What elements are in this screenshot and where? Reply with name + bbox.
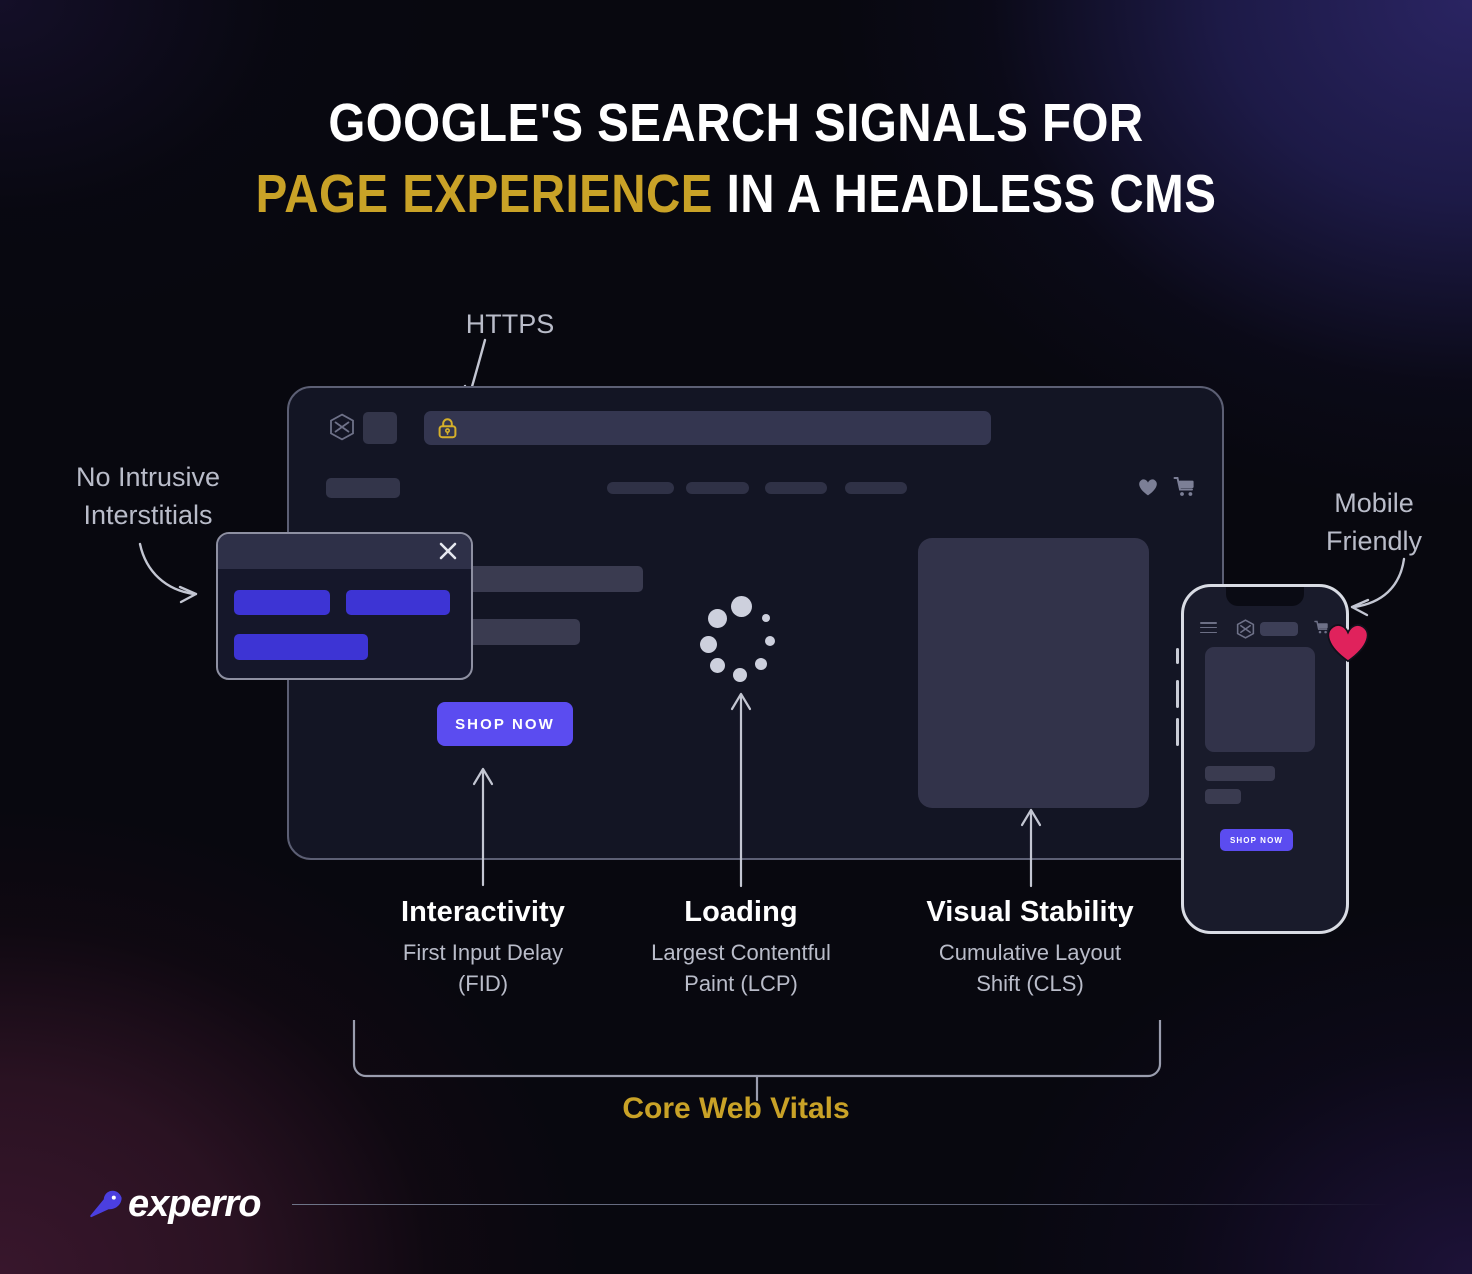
- phone-notch: [1226, 587, 1304, 606]
- browser-toolbar: [289, 388, 1222, 456]
- visual-stability-pointer-arrow-icon: [1020, 808, 1042, 888]
- metric-subtitle: Largest Contentful Paint (LCP): [611, 937, 871, 999]
- site-brand-placeholder: [326, 478, 400, 498]
- metric-subtitle-line-2: Paint (LCP): [684, 971, 798, 997]
- title-accent: PAGE EXPERIENCE: [255, 164, 713, 225]
- heart-icon: [1324, 620, 1372, 664]
- metric-subtitle-line-2: Shift (CLS): [976, 971, 1084, 997]
- cart-icon[interactable]: [1173, 476, 1197, 498]
- nav-pill-4[interactable]: [845, 482, 907, 494]
- interstitials-arrow-icon: [138, 542, 198, 604]
- hamburger-menu-icon[interactable]: [1200, 622, 1217, 634]
- metric-loading: Loading Largest Contentful Paint (LCP): [611, 896, 871, 999]
- title-line-1: GOOGLE'S SEARCH SIGNALS FOR: [328, 93, 1144, 153]
- metric-interactivity: Interactivity First Input Delay (FID): [353, 896, 613, 999]
- shop-now-button[interactable]: SHOP NOW: [437, 702, 573, 746]
- hexagon-logo-icon: [329, 413, 355, 441]
- close-icon[interactable]: [437, 540, 459, 562]
- annotation-line-1: No Intrusive: [75, 462, 221, 492]
- page-title: GOOGLE'S SEARCH SIGNALS FOR PAGE EXPERIE…: [0, 88, 1472, 231]
- metric-title: Interactivity: [400, 896, 566, 928]
- annotation-line-2: Interstitials: [83, 500, 213, 531]
- metric-subtitle-line-1: Largest Contentful: [651, 940, 831, 965]
- phone-volume-down-button[interactable]: [1176, 718, 1179, 746]
- phone-text-placeholder-2: [1205, 789, 1241, 804]
- title-line-2: PAGE EXPERIENCE IN A HEADLESS CMS: [88, 159, 1383, 230]
- nav-pill-3[interactable]: [765, 482, 827, 494]
- annotation-https: HTTPS: [465, 309, 555, 339]
- experro-logo[interactable]: experro: [88, 1183, 261, 1226]
- loading-pointer-arrow-icon: [730, 692, 752, 888]
- metric-subtitle: First Input Delay (FID): [353, 937, 613, 999]
- modal-header: [218, 534, 471, 569]
- address-bar[interactable]: [424, 411, 991, 445]
- phone-search-placeholder[interactable]: [1260, 622, 1298, 636]
- loading-spinner-icon: [700, 596, 784, 682]
- experro-wordmark: experro: [128, 1183, 261, 1225]
- annotation-mobile-friendly: Mobile Friendly: [1290, 484, 1458, 561]
- phone-mute-button[interactable]: [1176, 648, 1179, 664]
- annotation-line-2: Friendly: [1325, 526, 1423, 557]
- core-web-vitals-label: Core Web Vitals: [622, 1092, 850, 1125]
- browser-tab-placeholder[interactable]: [363, 412, 397, 444]
- lock-icon: [437, 418, 458, 439]
- mobile-arrow-icon: [1350, 557, 1406, 617]
- heart-icon[interactable]: [1137, 477, 1159, 497]
- metric-subtitle-line-2: (FID): [457, 971, 509, 997]
- modal-pill-1[interactable]: [234, 590, 330, 615]
- metric-title: Visual Stability: [926, 896, 1134, 928]
- interactivity-pointer-arrow-icon: [472, 767, 494, 887]
- annotation-no-intrusive-interstitials: No Intrusive Interstitials: [30, 458, 266, 535]
- metric-title: Loading: [684, 896, 798, 928]
- experro-bird-icon: [88, 1188, 124, 1222]
- metric-subtitle-line-1: Cumulative Layout: [938, 940, 1122, 965]
- phone-text-placeholder-1: [1205, 766, 1275, 781]
- modal-pill-3[interactable]: [234, 634, 368, 660]
- metric-subtitle-line-1: First Input Delay: [402, 940, 564, 965]
- phone-mockup: SHOP NOW: [1181, 584, 1349, 934]
- title-line-2-rest: IN A HEADLESS CMS: [712, 164, 1217, 225]
- cart-icon[interactable]: [1314, 620, 1330, 635]
- metric-subtitle: Cumulative Layout Shift (CLS): [900, 937, 1160, 999]
- content-image-placeholder: [918, 538, 1149, 808]
- phone-volume-up-button[interactable]: [1176, 680, 1179, 708]
- core-web-vitals-bracket: [352, 1020, 1162, 1102]
- hexagon-logo-icon: [1236, 619, 1255, 639]
- modal-pill-2[interactable]: [346, 590, 450, 615]
- nav-pill-2[interactable]: [686, 482, 749, 494]
- annotation-line-1: Mobile: [1334, 488, 1414, 518]
- metric-visual-stability: Visual Stability Cumulative Layout Shift…: [900, 896, 1160, 999]
- nav-pill-1[interactable]: [607, 482, 674, 494]
- interstitial-modal: [216, 532, 473, 680]
- footer-divider: [292, 1204, 1388, 1205]
- phone-image-placeholder: [1205, 647, 1315, 752]
- phone-shop-now-button[interactable]: SHOP NOW: [1220, 829, 1293, 851]
